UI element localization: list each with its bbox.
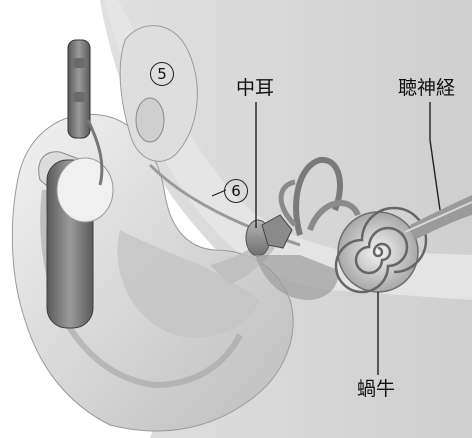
marker-6: 6 <box>224 179 248 203</box>
coil-button-bottom <box>73 92 85 102</box>
receiver-magnet <box>136 98 164 142</box>
coil-button-top <box>73 58 85 68</box>
transmitter-coil <box>68 40 90 138</box>
marker-5: 5 <box>150 62 174 86</box>
earhook <box>57 158 113 222</box>
label-middle-ear: 中耳 <box>236 79 274 98</box>
label-auditory-nerve: 聴神経 <box>398 79 455 98</box>
label-cochlea: 蝸牛 <box>357 380 395 399</box>
